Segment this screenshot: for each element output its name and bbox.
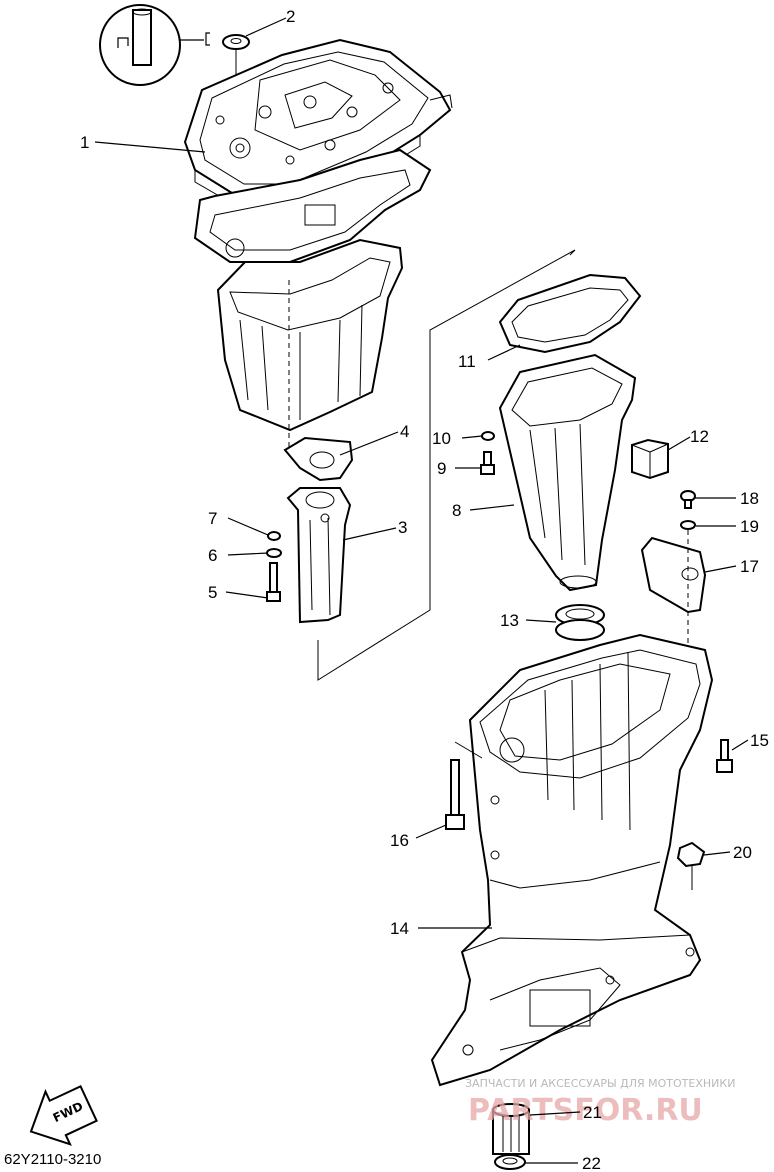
callout-2: 2 <box>286 7 295 26</box>
callout-9: 9 <box>437 459 446 478</box>
fwd-arrow-icon: FWD <box>29 1085 98 1146</box>
part-7-washer <box>267 531 281 541</box>
callout-labels: 1 2 3 4 5 6 7 8 9 10 11 12 13 14 15 16 1… <box>80 7 769 1172</box>
part-8-exhaust-manifold <box>498 353 637 592</box>
part-12-mount <box>631 438 669 480</box>
part-15-bolt <box>716 739 733 773</box>
callout-6: 6 <box>208 546 217 565</box>
part-20-grommet <box>676 841 706 890</box>
callout-12: 12 <box>690 427 709 446</box>
group-frame-lines <box>317 249 576 681</box>
part-18-screw <box>680 490 696 509</box>
part-21-bushing <box>492 1103 530 1155</box>
part-5-bolt <box>266 562 281 602</box>
callout-7: 7 <box>208 509 217 528</box>
callout-13: 13 <box>500 611 519 630</box>
part-3-exhaust-guide <box>286 487 352 624</box>
callout-5: 5 <box>208 583 217 602</box>
callout-1: 1 <box>80 133 89 152</box>
callout-4: 4 <box>400 422 409 441</box>
part-14-lower-casing <box>430 633 714 1087</box>
oil-pan <box>216 238 404 450</box>
leader-lines <box>94 17 749 1164</box>
drawing-code: 62Y2110-3210 <box>4 1151 101 1168</box>
callout-14: 14 <box>390 919 409 938</box>
part-1-upper-casing <box>183 38 453 209</box>
callout-21: 21 <box>583 1103 602 1122</box>
part-9-bolt <box>480 451 495 475</box>
callout-8: 8 <box>452 501 461 520</box>
part-4-gasket <box>283 436 354 482</box>
watermark-tagline: ЗАПЧАСТИ И АКСЕССУАРЫ ДЛЯ МОТОТЕХНИКИ <box>465 1077 735 1090</box>
callout-18: 18 <box>740 489 759 508</box>
part-22-ring <box>494 1154 526 1170</box>
upper-gasket <box>193 148 432 263</box>
part-10-washer <box>481 431 495 441</box>
callout-19: 19 <box>740 517 759 536</box>
part-13-seal <box>555 604 605 641</box>
callout-22: 22 <box>582 1154 601 1172</box>
part-17-plate <box>640 530 707 690</box>
callout-10: 10 <box>432 429 451 448</box>
pin-detail-inset <box>99 4 210 86</box>
callout-20: 20 <box>733 843 752 862</box>
callout-17: 17 <box>740 557 759 576</box>
part-16-bolt <box>445 741 483 830</box>
part-11-gasket <box>498 273 642 354</box>
part-6-washer <box>266 548 282 558</box>
watermark-logo: PARTSFOR.RU <box>468 1093 703 1128</box>
callout-3: 3 <box>398 518 407 537</box>
callout-16: 16 <box>390 831 409 850</box>
part-19-washer <box>680 520 696 530</box>
callout-11: 11 <box>458 352 476 371</box>
callout-15: 15 <box>750 731 769 750</box>
